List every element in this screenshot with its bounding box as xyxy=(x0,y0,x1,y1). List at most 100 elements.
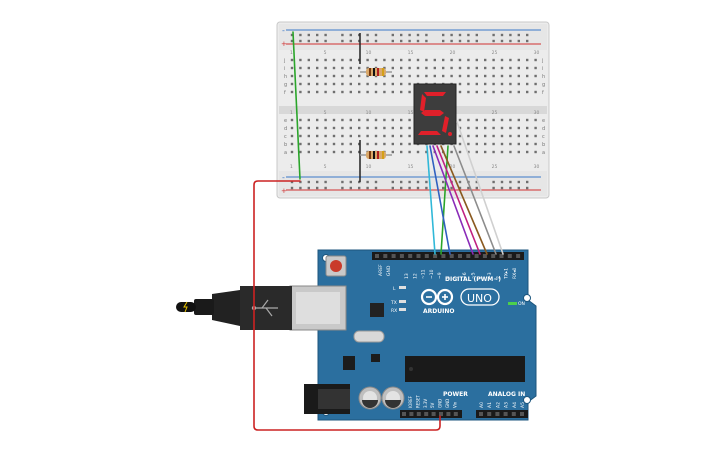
breadboard-hole[interactable] xyxy=(425,39,428,43)
breadboard-hole[interactable] xyxy=(475,186,478,190)
breadboard-hole[interactable] xyxy=(307,142,310,146)
breadboard-hole[interactable] xyxy=(400,126,403,130)
breadboard-hole[interactable] xyxy=(492,186,495,190)
breadboard-hole[interactable] xyxy=(324,142,327,146)
breadboard-hole[interactable] xyxy=(526,180,529,184)
dc-power-jack[interactable] xyxy=(304,384,350,414)
breadboard-hole[interactable] xyxy=(458,142,462,146)
breadboard-hole[interactable] xyxy=(534,66,537,70)
breadboard-hole[interactable] xyxy=(500,150,504,154)
breadboard-hole[interactable] xyxy=(366,58,369,62)
breadboard-hole[interactable] xyxy=(307,186,310,190)
breadboard-hole[interactable] xyxy=(307,150,310,154)
breadboard-hole[interactable] xyxy=(316,118,319,122)
header-pin[interactable] xyxy=(482,254,487,258)
breadboard-hole[interactable] xyxy=(299,186,302,190)
breadboard-hole[interactable] xyxy=(526,186,529,190)
breadboard-hole[interactable] xyxy=(416,39,420,43)
header-pin[interactable] xyxy=(487,412,492,416)
breadboard-hole[interactable] xyxy=(534,58,537,62)
breadboard-hole[interactable] xyxy=(500,142,504,146)
breadboard-hole[interactable] xyxy=(484,126,487,130)
breadboard-hole[interactable] xyxy=(349,118,352,122)
breadboard-hole[interactable] xyxy=(509,134,512,138)
breadboard-hole[interactable] xyxy=(458,66,462,70)
breadboard-hole[interactable] xyxy=(408,33,411,37)
breadboard-hole[interactable] xyxy=(307,39,310,43)
breadboard-hole[interactable] xyxy=(416,58,420,62)
breadboard-hole[interactable] xyxy=(467,39,470,43)
breadboard-hole[interactable] xyxy=(467,118,470,122)
breadboard-hole[interactable] xyxy=(307,58,310,62)
breadboard-hole[interactable] xyxy=(391,74,394,78)
breadboard-hole[interactable] xyxy=(358,180,361,184)
breadboard-hole[interactable] xyxy=(391,39,394,43)
wire-white[interactable] xyxy=(456,121,504,255)
breadboard-hole[interactable] xyxy=(492,74,495,78)
breadboard-hole[interactable] xyxy=(500,180,504,184)
header-pin[interactable] xyxy=(383,254,388,258)
breadboard-hole[interactable] xyxy=(349,186,352,190)
breadboard-hole[interactable] xyxy=(517,180,520,184)
breadboard-hole[interactable] xyxy=(517,134,520,138)
breadboard-hole[interactable] xyxy=(391,33,394,37)
breadboard-hole[interactable] xyxy=(467,142,470,146)
breadboard-hole[interactable] xyxy=(450,58,453,62)
breadboard-hole[interactable] xyxy=(358,186,361,190)
breadboard-hole[interactable] xyxy=(349,58,352,62)
breadboard-hole[interactable] xyxy=(500,82,504,86)
breadboard-hole[interactable] xyxy=(484,90,487,94)
breadboard-hole[interactable] xyxy=(316,126,319,130)
breadboard-hole[interactable] xyxy=(332,126,336,130)
breadboard-hole[interactable] xyxy=(509,33,512,37)
breadboard-hole[interactable] xyxy=(408,134,411,138)
breadboard-hole[interactable] xyxy=(316,33,319,37)
breadboard-hole[interactable] xyxy=(299,90,302,94)
breadboard-hole[interactable] xyxy=(358,66,361,70)
breadboard-hole[interactable] xyxy=(349,142,352,146)
breadboard-hole[interactable] xyxy=(416,33,420,37)
breadboard-hole[interactable] xyxy=(450,39,453,43)
breadboard-hole[interactable] xyxy=(332,142,336,146)
breadboard-hole[interactable] xyxy=(358,126,361,130)
wire-purple[interactable] xyxy=(432,145,474,255)
breadboard-hole[interactable] xyxy=(458,90,462,94)
breadboard-hole[interactable] xyxy=(299,82,302,86)
breadboard-hole[interactable] xyxy=(509,58,512,62)
breadboard-hole[interactable] xyxy=(500,134,504,138)
breadboard-hole[interactable] xyxy=(500,58,504,62)
breadboard-hole[interactable] xyxy=(500,186,504,190)
breadboard-hole[interactable] xyxy=(358,74,361,78)
breadboard-hole[interactable] xyxy=(341,58,344,62)
breadboard-hole[interactable] xyxy=(467,90,470,94)
header-pin[interactable] xyxy=(424,412,429,416)
breadboard-hole[interactable] xyxy=(484,66,487,70)
breadboard-hole[interactable] xyxy=(458,74,462,78)
breadboard-hole[interactable] xyxy=(332,134,336,138)
breadboard-hole[interactable] xyxy=(500,66,504,70)
breadboard-hole[interactable] xyxy=(299,150,302,154)
breadboard-hole[interactable] xyxy=(349,82,352,86)
breadboard-hole[interactable] xyxy=(509,180,512,184)
breadboard-hole[interactable] xyxy=(526,134,529,138)
breadboard-hole[interactable] xyxy=(509,82,512,86)
breadboard-hole[interactable] xyxy=(526,118,529,122)
breadboard-hole[interactable] xyxy=(492,66,495,70)
breadboard-hole[interactable] xyxy=(467,150,470,154)
breadboard-hole[interactable] xyxy=(324,134,327,138)
breadboard-hole[interactable] xyxy=(458,180,462,184)
breadboard-hole[interactable] xyxy=(425,180,428,184)
breadboard-hole[interactable] xyxy=(475,134,478,138)
breadboard-hole[interactable] xyxy=(526,150,529,154)
breadboard-hole[interactable] xyxy=(408,142,411,146)
breadboard-hole[interactable] xyxy=(517,82,520,86)
wire-cyan[interactable] xyxy=(426,145,436,255)
breadboard-hole[interactable] xyxy=(517,66,520,70)
breadboard-hole[interactable] xyxy=(290,142,294,146)
breadboard-hole[interactable] xyxy=(366,134,369,138)
breadboard-hole[interactable] xyxy=(316,150,319,154)
breadboard-hole[interactable] xyxy=(458,33,462,37)
breadboard-hole[interactable] xyxy=(475,90,478,94)
breadboard-hole[interactable] xyxy=(391,82,394,86)
